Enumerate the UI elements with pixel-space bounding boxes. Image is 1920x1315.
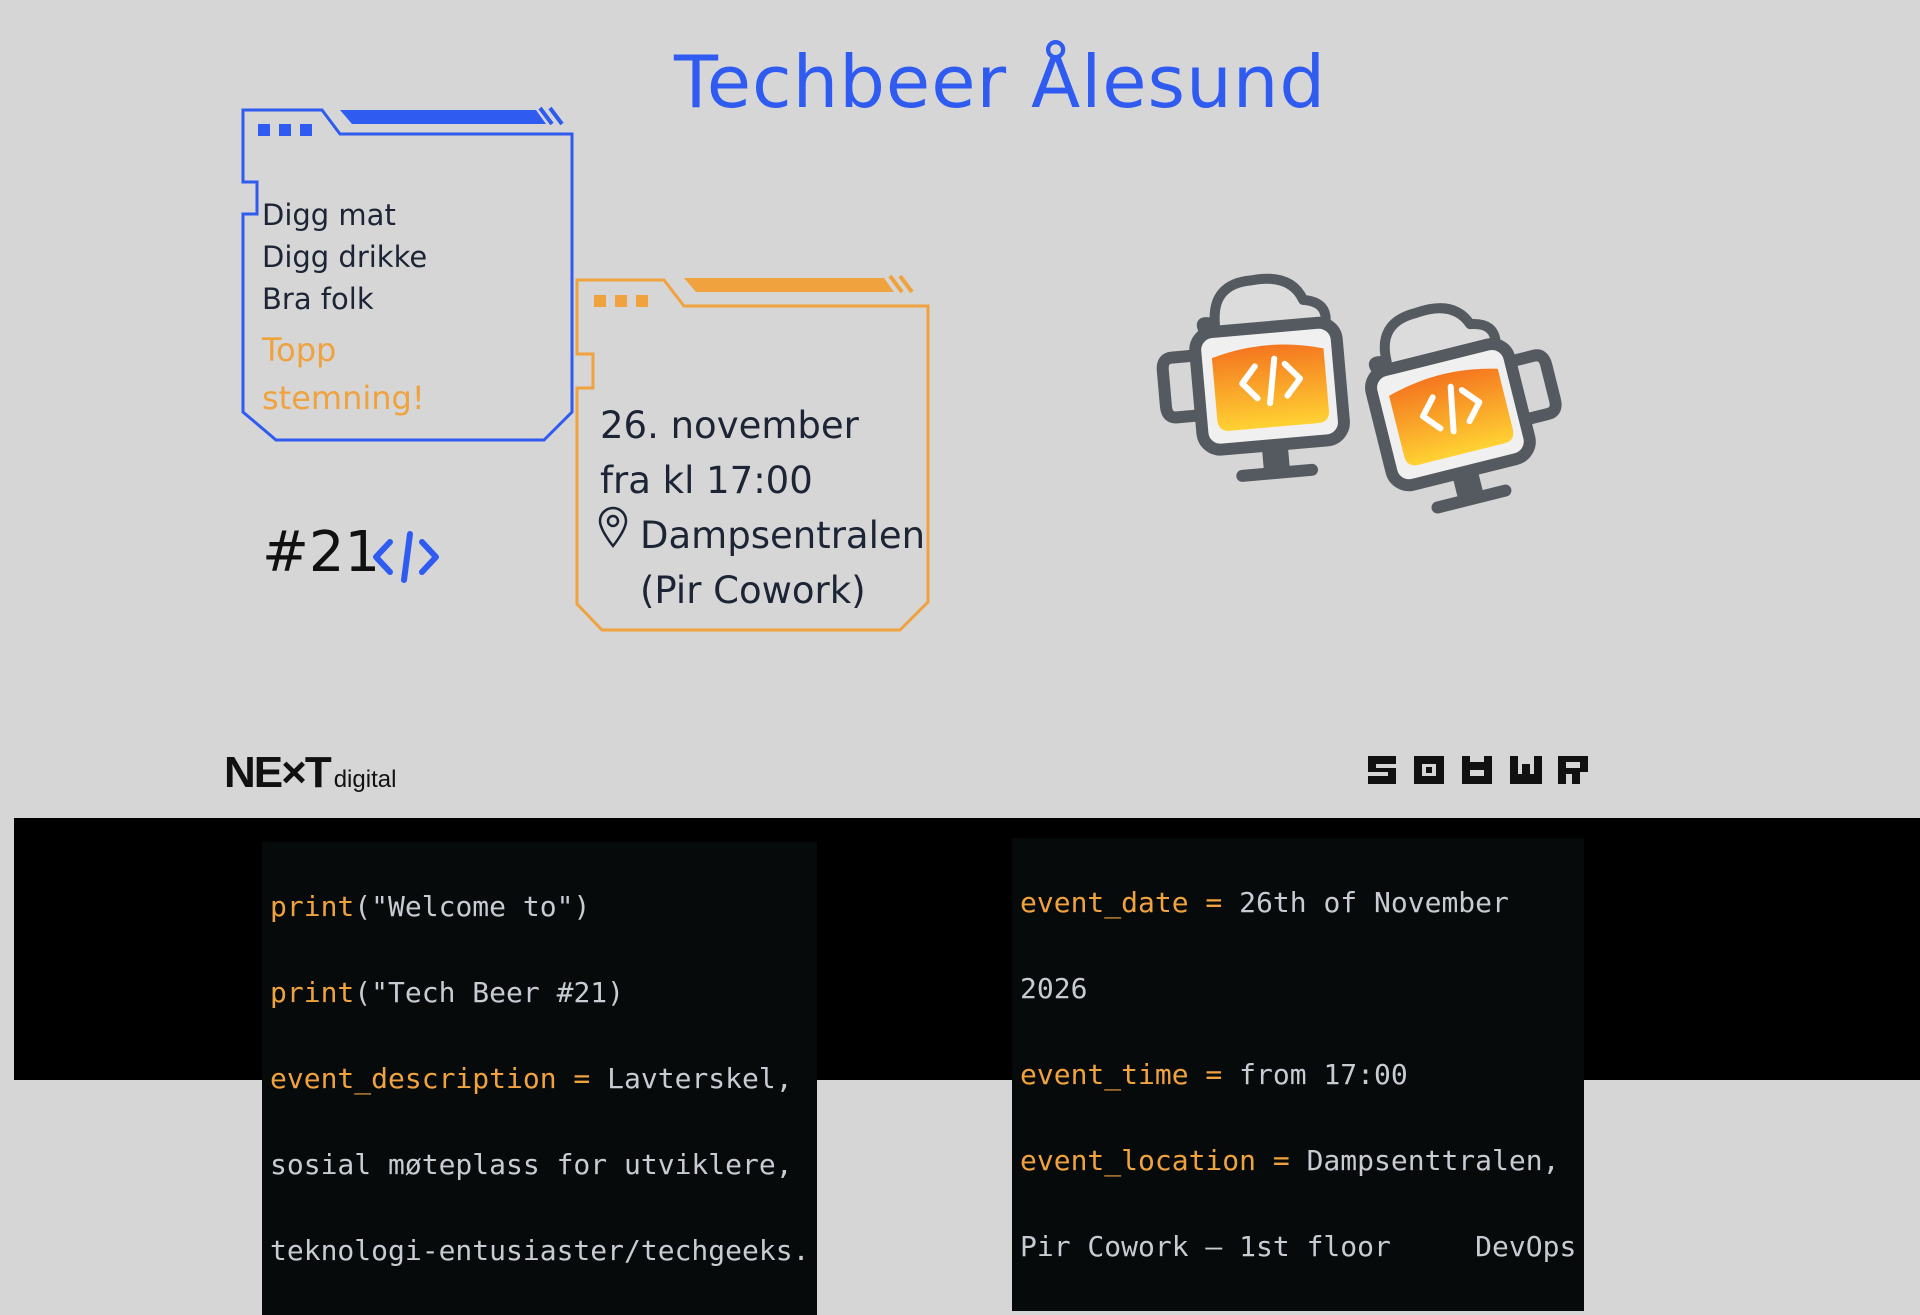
page-title: Techbeer Ålesund	[673, 40, 1327, 124]
logo-suffix: digital	[333, 766, 397, 793]
code-line: event_description = Lavterskel,	[270, 1062, 793, 1095]
location-pin-icon	[598, 506, 628, 548]
event-location: Dampsentralen	[640, 514, 926, 557]
code-line: print("Welcome to")	[270, 890, 591, 923]
list-item: Digg mat	[262, 198, 396, 232]
event-date: 26. november	[600, 404, 859, 447]
blue-card-list: Digg mat Digg drikke Bra folk	[262, 194, 427, 320]
code-brackets-icon	[373, 531, 439, 583]
code-block-right: event_date = 26th of November 2026 event…	[1012, 838, 1585, 1311]
window-frames	[241, 106, 930, 632]
list-item: Bra folk	[262, 282, 374, 316]
orange-window-frame	[575, 274, 930, 632]
blue-card-accent: Topp stemning!	[262, 326, 425, 422]
code-line: sosial møteplass for utviklere,	[270, 1148, 793, 1181]
event-location-sub: (Pir Cowork)	[640, 569, 866, 612]
code-line: event_location = Dampsenttralen,	[1020, 1144, 1560, 1177]
code-block-left: print("Welcome to") print("Tech Beer #21…	[262, 842, 818, 1315]
code-line: Pir Cowork – 1st floor DevOps	[1020, 1230, 1577, 1263]
socwr-logo	[1368, 756, 1588, 784]
code-line: event_time = from 17:00	[1020, 1058, 1408, 1091]
event-time: fra kl 17:00	[600, 459, 813, 502]
beer-monitor-icon	[1156, 273, 1562, 514]
logo-wordmark: NE×T	[224, 748, 332, 797]
code-line: event_date = 26th of November	[1020, 886, 1509, 919]
accent-line: Topp	[262, 331, 337, 369]
list-item: Digg drikke	[262, 240, 428, 274]
accent-line: stemning!	[262, 379, 425, 417]
code-line: 2026	[1020, 972, 1088, 1005]
orange-card-details: 26. november fra kl 17:00 Dampsentralen …	[600, 398, 925, 618]
edition-tag: #21	[262, 520, 381, 585]
code-line: teknologi-entusiaster/techgeeks.	[270, 1234, 810, 1267]
code-line: print("Tech Beer #21)	[270, 976, 625, 1009]
blue-window-frame	[241, 106, 574, 442]
